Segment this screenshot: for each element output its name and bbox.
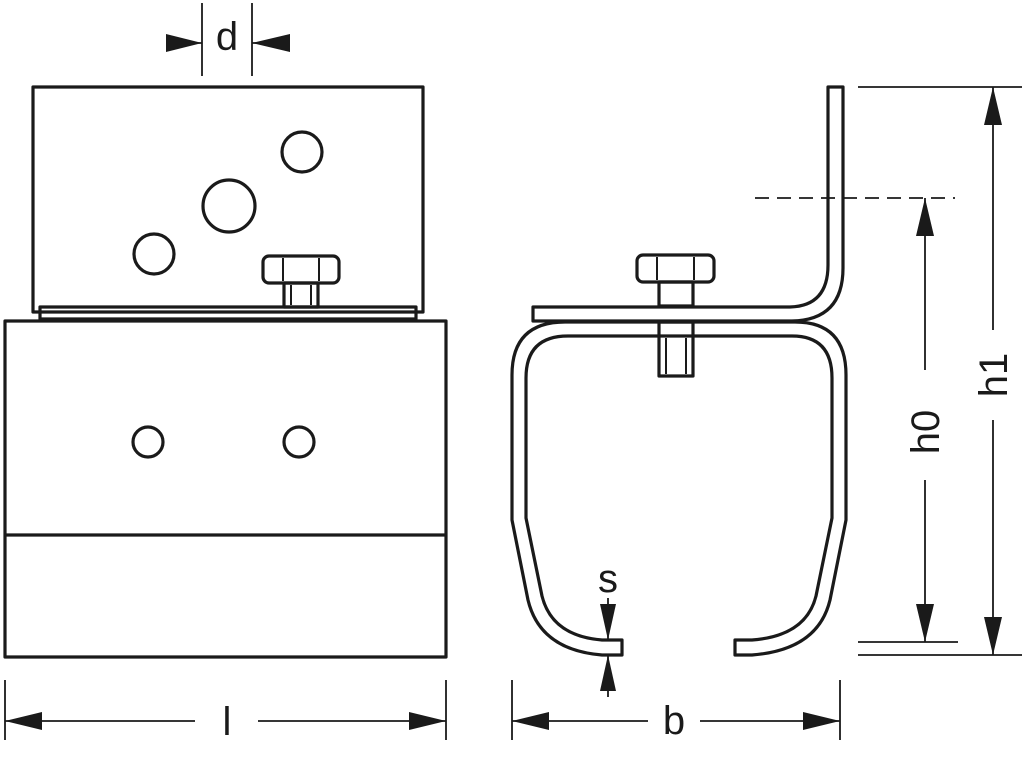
plate-hole-3 (132, 232, 176, 276)
arrow-d-left (166, 34, 202, 52)
bolt-side (635, 253, 716, 378)
bracket-plate (531, 85, 845, 323)
mounting-plate (31, 85, 425, 314)
label-d: d (216, 15, 238, 59)
dimension-h0: h0 (755, 197, 958, 643)
label-l: l (223, 700, 232, 744)
lower-housing (3, 319, 448, 659)
arrow-s-top (600, 604, 616, 640)
arrow-l-left (5, 712, 42, 730)
housing-hole-right (282, 425, 316, 459)
arrow-h0-bottom (916, 604, 934, 642)
flange-strip (38, 305, 418, 321)
dimension-s: s (598, 557, 618, 697)
dimension-d: d (166, 3, 290, 76)
c-profile-rail (510, 320, 848, 657)
bolt-side-head (635, 253, 716, 284)
arrow-l-right (409, 712, 446, 730)
bolt-front (261, 254, 341, 309)
housing-hole-left (131, 425, 165, 459)
label-h1: h1 (972, 353, 1016, 398)
side-view (510, 85, 848, 657)
bolt-side-shank-upper (657, 280, 695, 308)
arrow-h0-top (916, 198, 934, 236)
dimension-h1: h1 (858, 86, 1022, 656)
arrow-b-left (512, 712, 549, 730)
arrow-s-bottom (600, 655, 616, 691)
bolt-head (261, 254, 341, 285)
arrow-h1-bottom (984, 617, 1002, 655)
label-h0: h0 (904, 410, 948, 455)
dimension-l: l (4, 680, 447, 744)
plate-hole-2 (201, 178, 257, 234)
arrow-h1-top (984, 87, 1002, 125)
bolt-shank (282, 281, 320, 309)
label-b: b (663, 699, 685, 743)
arrow-b-right (803, 712, 840, 730)
label-s: s (598, 557, 618, 601)
front-view (3, 85, 448, 659)
dimension-b: b (511, 680, 841, 743)
plate-hole-1 (280, 130, 324, 174)
bolt-side-shank-lower (657, 320, 695, 378)
arrow-d-right (252, 34, 290, 52)
